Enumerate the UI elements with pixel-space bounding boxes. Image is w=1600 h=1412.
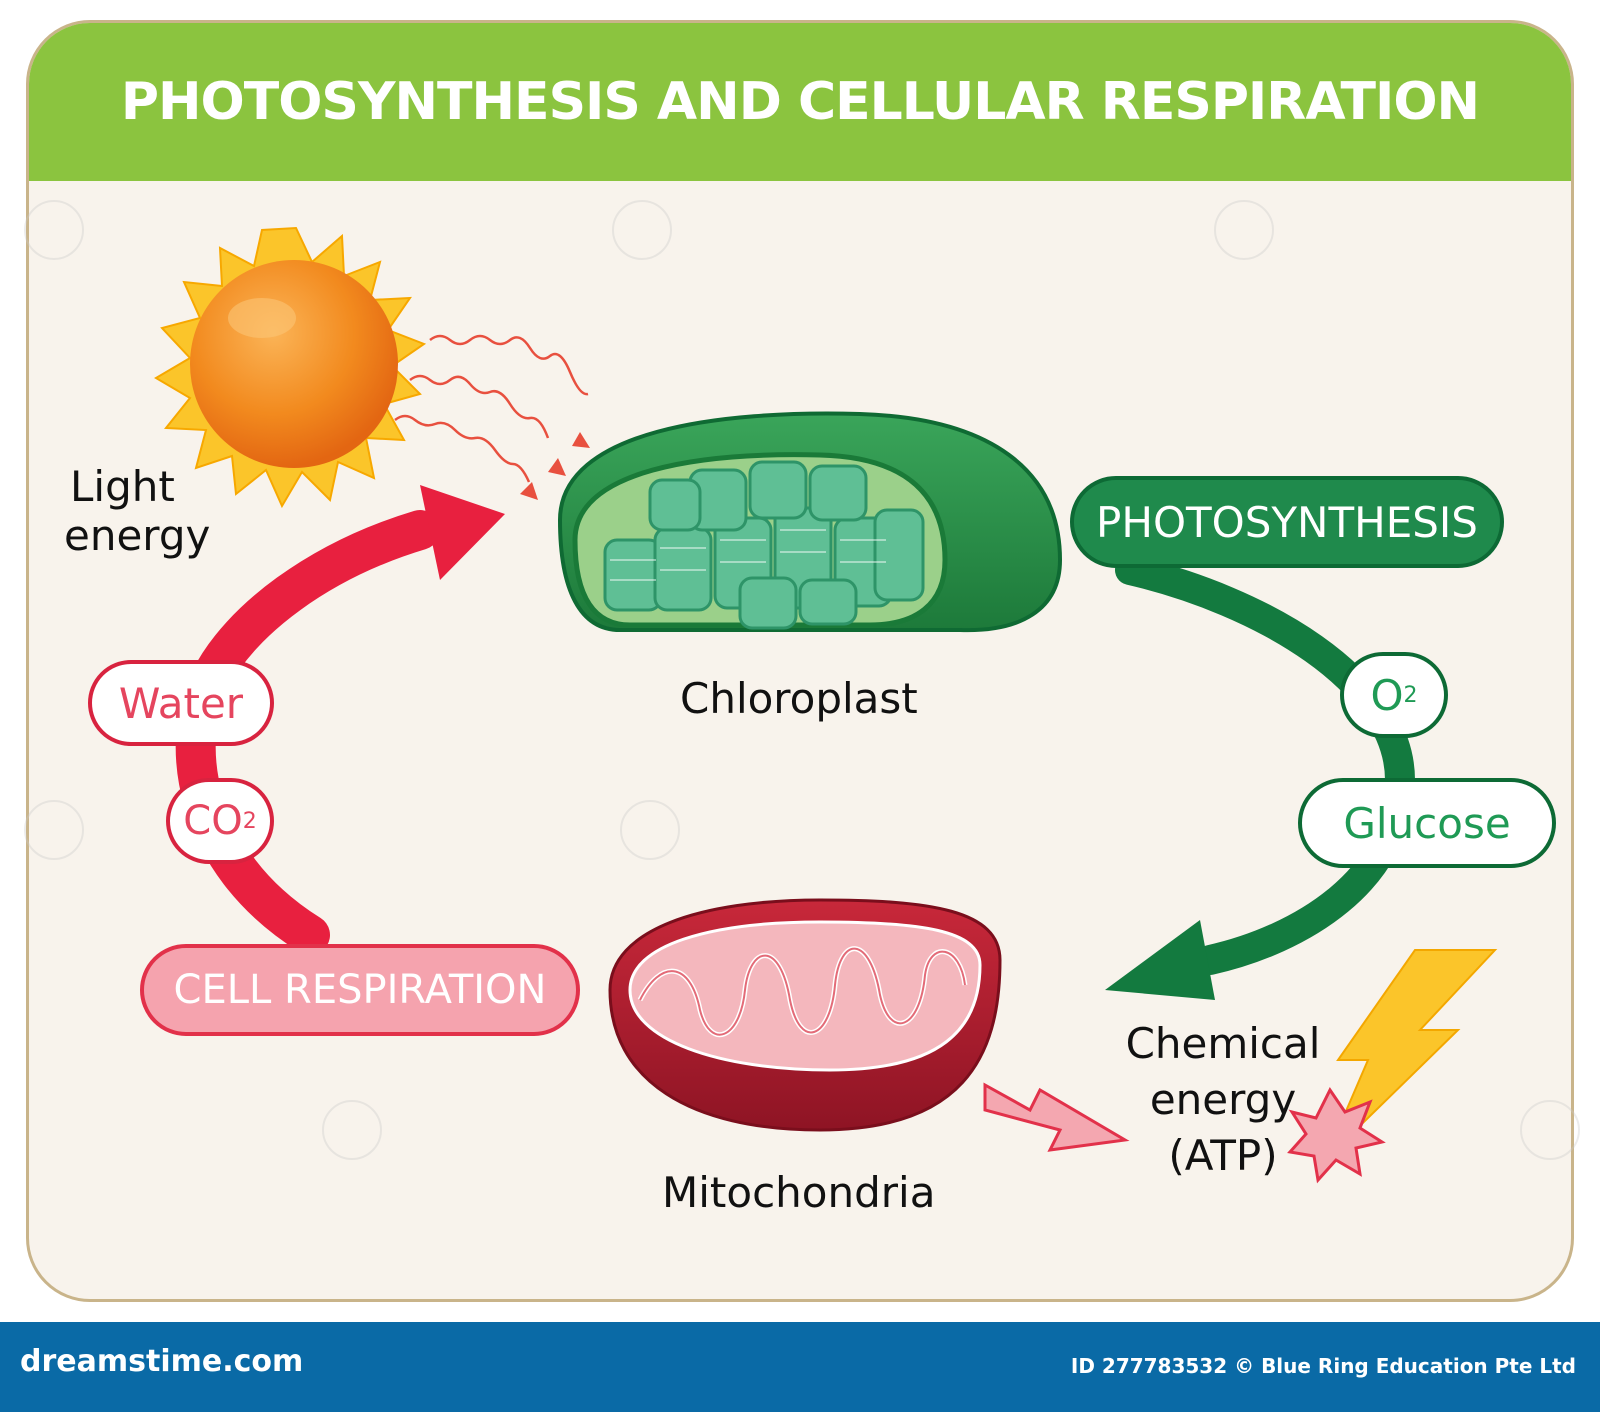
water-pill-label: Water [118,678,244,728]
oxygen-pill-base: O [1370,670,1404,720]
watermark-spiral-icon [322,1100,382,1160]
cell-respiration-pill: CELL RESPIRATION [140,944,580,1036]
light-ray-arrowheads [520,432,590,500]
chemical-energy-line1: Chemical [1125,1019,1321,1068]
glucose-pill-label: Glucose [1343,798,1511,848]
watermark-spiral-icon [24,800,84,860]
light-rays [394,334,589,483]
glucose-pill: Glucose [1298,778,1556,868]
footer-site-name[interactable]: dreamstime.com [20,1344,304,1379]
light-energy-line1: Light [70,462,175,511]
carbon-dioxide-pill-base: CO [183,798,243,844]
footer-bar: dreamstime.com ID 277783532 © Blue Ring … [0,1322,1600,1412]
watermark-spiral-icon [612,200,672,260]
footer-credit: ID 277783532 © Blue Ring Education Pte L… [1070,1354,1576,1378]
oxygen-pill-subscript: 2 [1403,682,1418,708]
chloroplast-illustration [557,411,1063,633]
cell-respiration-pill-label: CELL RESPIRATION [173,967,547,1013]
diagram-title: PHOTOSYNTHESIS AND CELLULAR RESPIRATION [120,72,1480,132]
watermark-spiral-icon [24,200,84,260]
light-energy-line2: energy [64,511,211,560]
chloroplast-label: Chloroplast [680,674,918,723]
title-banner: PHOTOSYNTHESIS AND CELLULAR RESPIRATION [29,23,1571,181]
light-energy-label: Light energy [64,462,210,560]
starburst-icon [1287,1087,1386,1184]
chemical-energy-line2: energy [1149,1075,1297,1124]
carbon-dioxide-pill-subscript: 2 [242,808,257,834]
atp-output-arrow [983,1082,1130,1152]
watermark-spiral-icon [620,800,680,860]
photosynthesis-pill: PHOTOSYNTHESIS [1070,476,1504,568]
mitochondria-illustration [608,898,1002,1132]
watermark-spiral-icon [1214,200,1274,260]
photosynthesis-pill-label: PHOTOSYNTHESIS [1096,497,1478,547]
mitochondria-label: Mitochondria [662,1168,936,1217]
sun-icon [154,226,427,509]
chemical-energy-line3: (ATP) [1168,1131,1278,1180]
watermark-spiral-icon [1520,1100,1580,1160]
chemical-energy-label: Chemical energy (ATP) [1108,1016,1338,1184]
water-pill: Water [88,660,274,746]
